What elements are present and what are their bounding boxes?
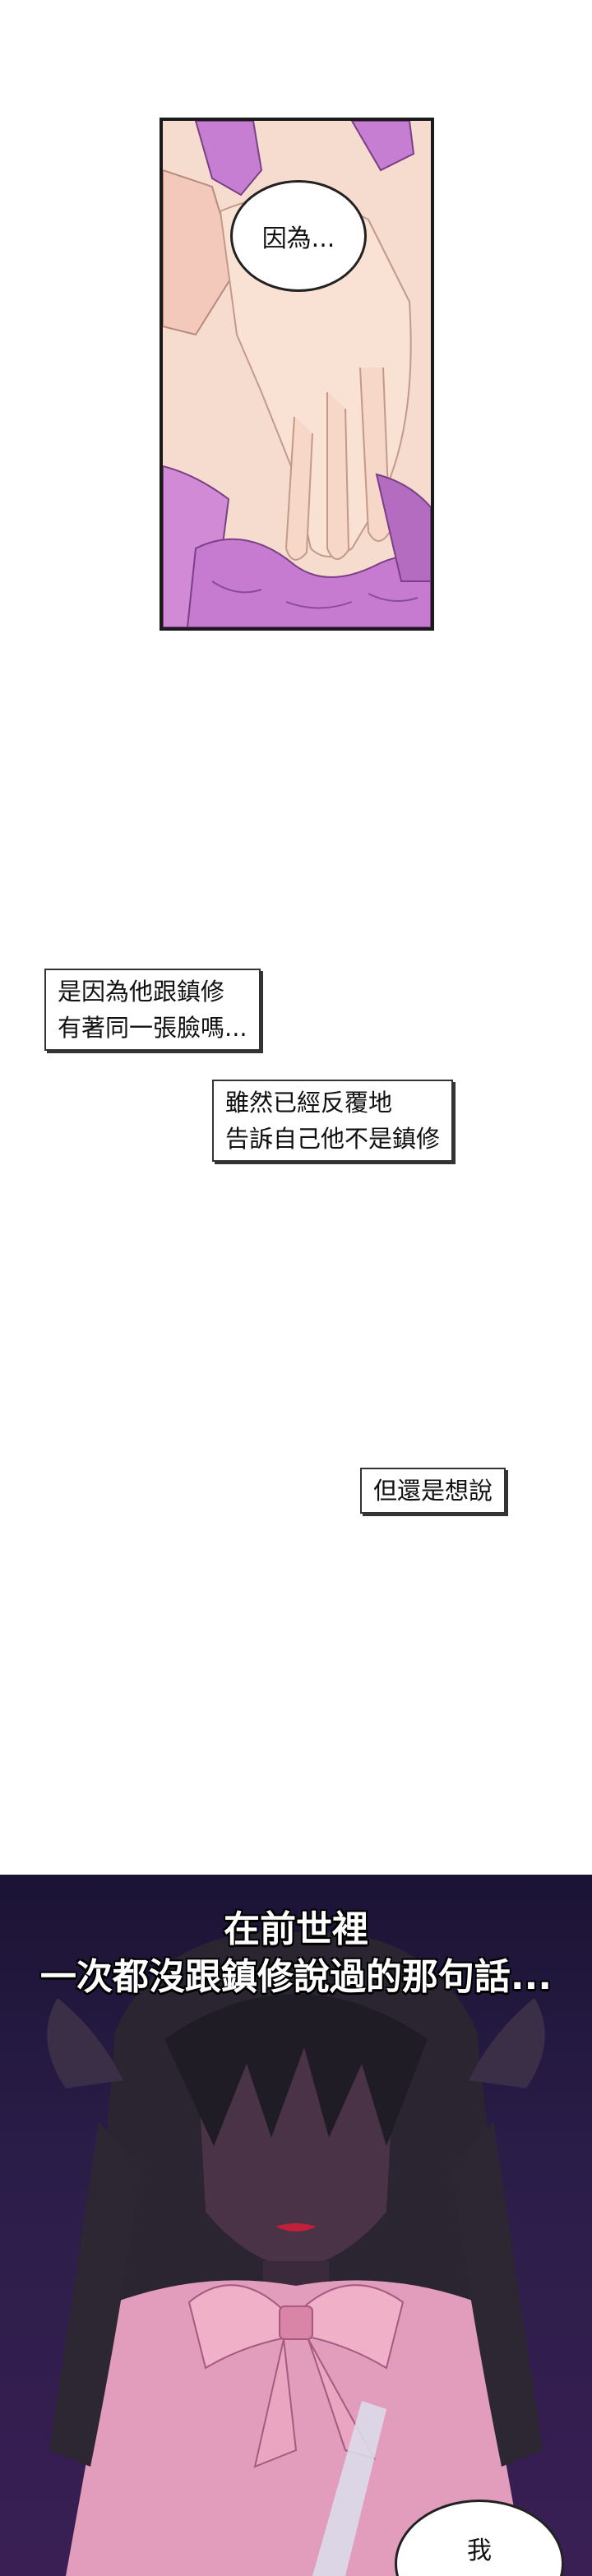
caption-line: 但還是想說 (373, 1477, 493, 1505)
comic-panel-hands: 因為... (160, 118, 434, 631)
caption-line: 有著同一張臉嗎... (58, 1014, 247, 1042)
girl-illustration (47, 1931, 545, 2576)
narration-caption-2: 雖然已經反覆地 告訴自己他不是鎮修 (212, 1080, 454, 1162)
speech-text: 因為... (261, 224, 335, 253)
caption-line: 告訴自己他不是鎮修 (225, 1125, 441, 1153)
narration-line-1: 在前世裡 (224, 1908, 368, 1950)
narration-line-2: 一次都沒跟鎮修說過的那句話... (39, 1956, 553, 1998)
narration-caption-3: 但還是想說 (360, 1468, 506, 1514)
caption-line: 雖然已經反覆地 (225, 1089, 393, 1117)
caption-line: 是因為他跟鎮修 (58, 978, 225, 1006)
comic-panel-girl: 在前世裡 一次都沒跟鎮修說過的那句話... 我 (0, 1875, 592, 2576)
speech-text: 我 (467, 2537, 492, 2565)
speech-bubble: 因為... (230, 180, 367, 292)
narration-caption-1: 是因為他跟鎮修 有著同一張臉嗎... (44, 969, 261, 1051)
